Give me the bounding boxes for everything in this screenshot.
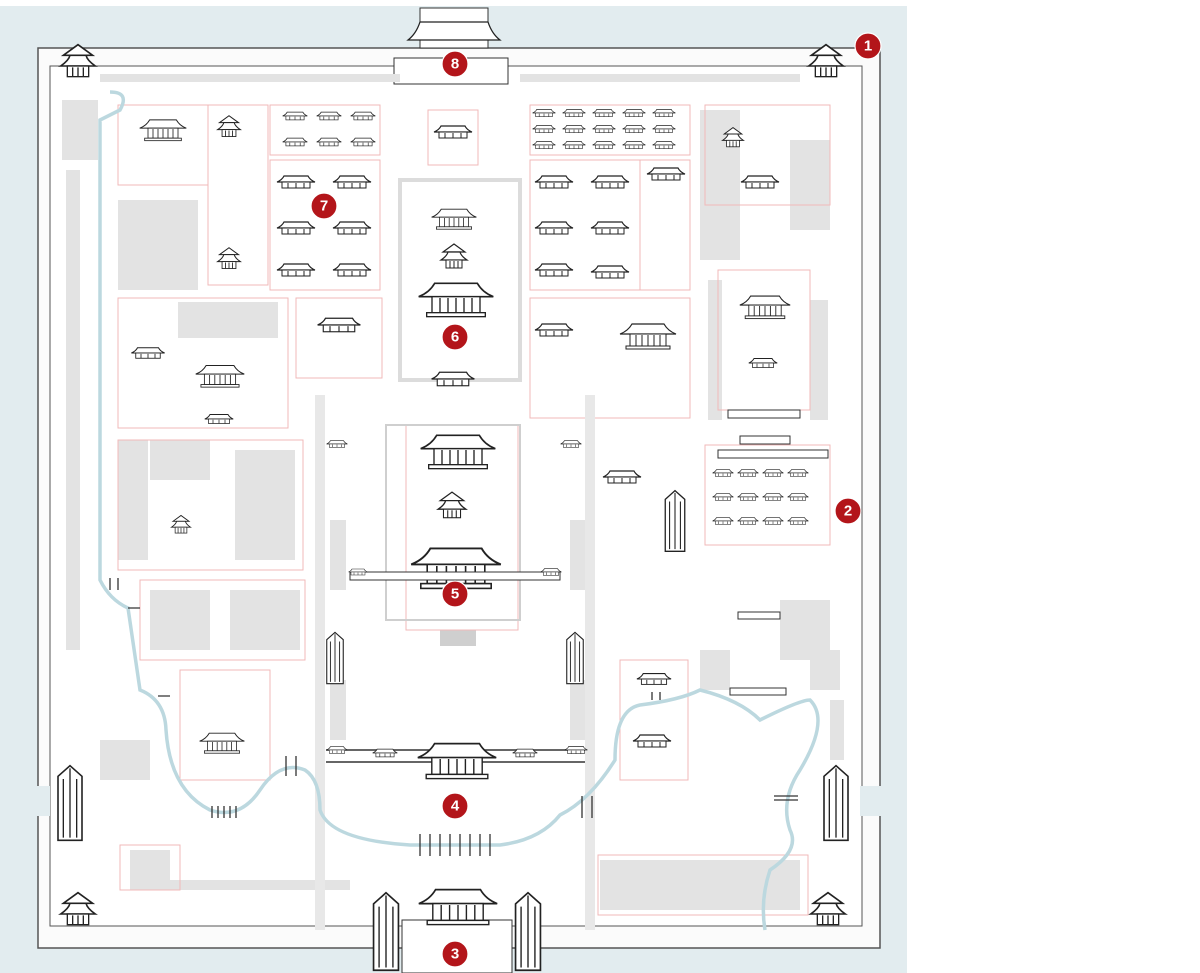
marker-1[interactable]: 1 (854, 32, 882, 60)
svg-text:4: 4 (451, 798, 460, 815)
svg-text:5: 5 (451, 586, 459, 603)
svg-text:2: 2 (844, 503, 852, 520)
bridges (109, 578, 798, 856)
svg-text:1: 1 (864, 38, 872, 55)
west-gate (57, 764, 83, 842)
marker-4[interactable]: 4 (441, 792, 469, 820)
inner-river (98, 90, 820, 931)
svg-text:6: 6 (451, 329, 459, 346)
svg-text:7: 7 (320, 198, 328, 215)
marker-6[interactable]: 6 (441, 323, 469, 351)
marker-3[interactable]: 3 (441, 940, 469, 968)
svg-text:3: 3 (451, 946, 459, 963)
marker-7[interactable]: 7 (310, 192, 338, 220)
courtyard-outlines (117, 104, 831, 916)
svg-text:8: 8 (451, 56, 459, 73)
buildings (130, 109, 829, 780)
marker-2[interactable]: 2 (834, 497, 862, 525)
marker-5[interactable]: 5 (441, 580, 469, 608)
district-blocks (62, 74, 844, 910)
marker-8[interactable]: 8 (441, 50, 469, 78)
location-markers: 1 2 3 4 5 6 7 8 (310, 32, 882, 968)
east-gate (823, 764, 849, 842)
